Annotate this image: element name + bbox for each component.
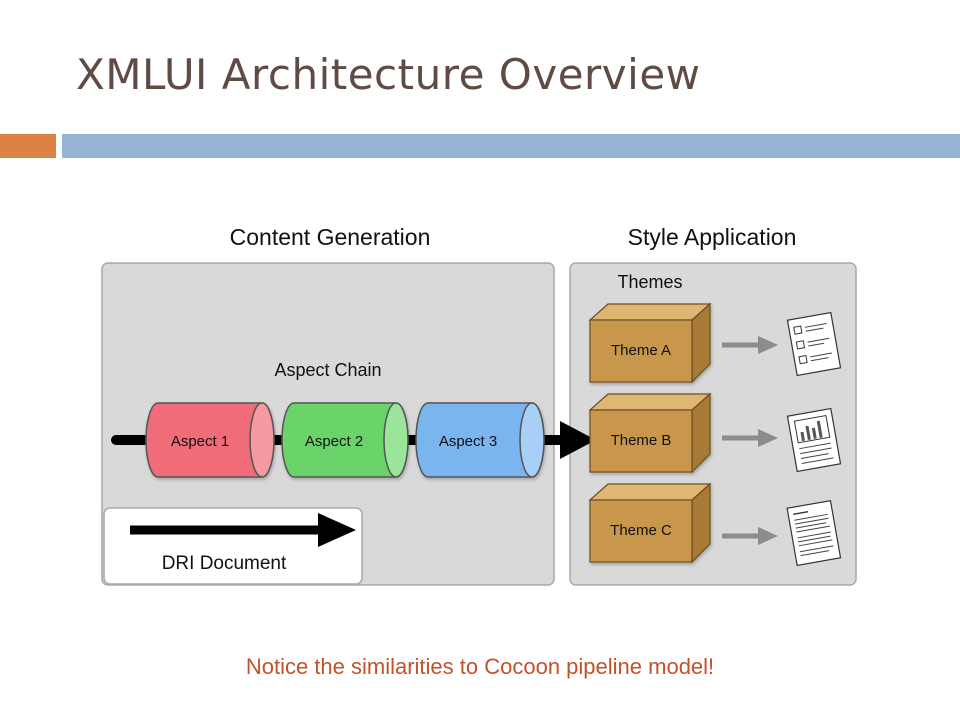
aspect-3-cylinder [415,402,545,478]
text-page-icon [786,499,842,567]
theme-c-box [588,482,712,564]
title-accent-bar-orange [0,134,56,158]
theme-b-output-arrow [722,429,778,447]
aspect-2-label: Aspect 2 [305,433,363,450]
aspect-3-label: Aspect 3 [439,433,497,450]
aspect-1-label: Aspect 1 [171,433,229,450]
theme-a-output-arrow [722,336,778,354]
theme-c-output-arrow [722,527,778,545]
aspect-2-cylinder [281,402,409,478]
chart-page-icon [786,407,842,473]
aspect-1-cylinder [145,402,275,478]
footer-note: Notice the similarities to Cocoon pipeli… [245,654,715,679]
dri-document-arrowhead [318,513,356,547]
theme-b-box [588,392,712,474]
theme-a-box [588,302,712,384]
dri-document-label: DRI Document [162,553,287,574]
theme-b-label: Theme B [611,432,672,449]
pipeline-output-arrowhead [560,421,596,459]
slide-title: XMLUI Architecture Overview [76,50,701,99]
theme-c-label: Theme C [610,522,672,539]
theme-a-label: Theme A [611,342,671,359]
style-application-heading: Style Application [628,224,797,250]
aspect-chain-label: Aspect Chain [274,360,381,380]
content-generation-heading: Content Generation [230,224,431,250]
title-accent-bar-blue [62,134,960,158]
themes-label: Themes [617,272,682,292]
form-page-icon [786,311,842,377]
